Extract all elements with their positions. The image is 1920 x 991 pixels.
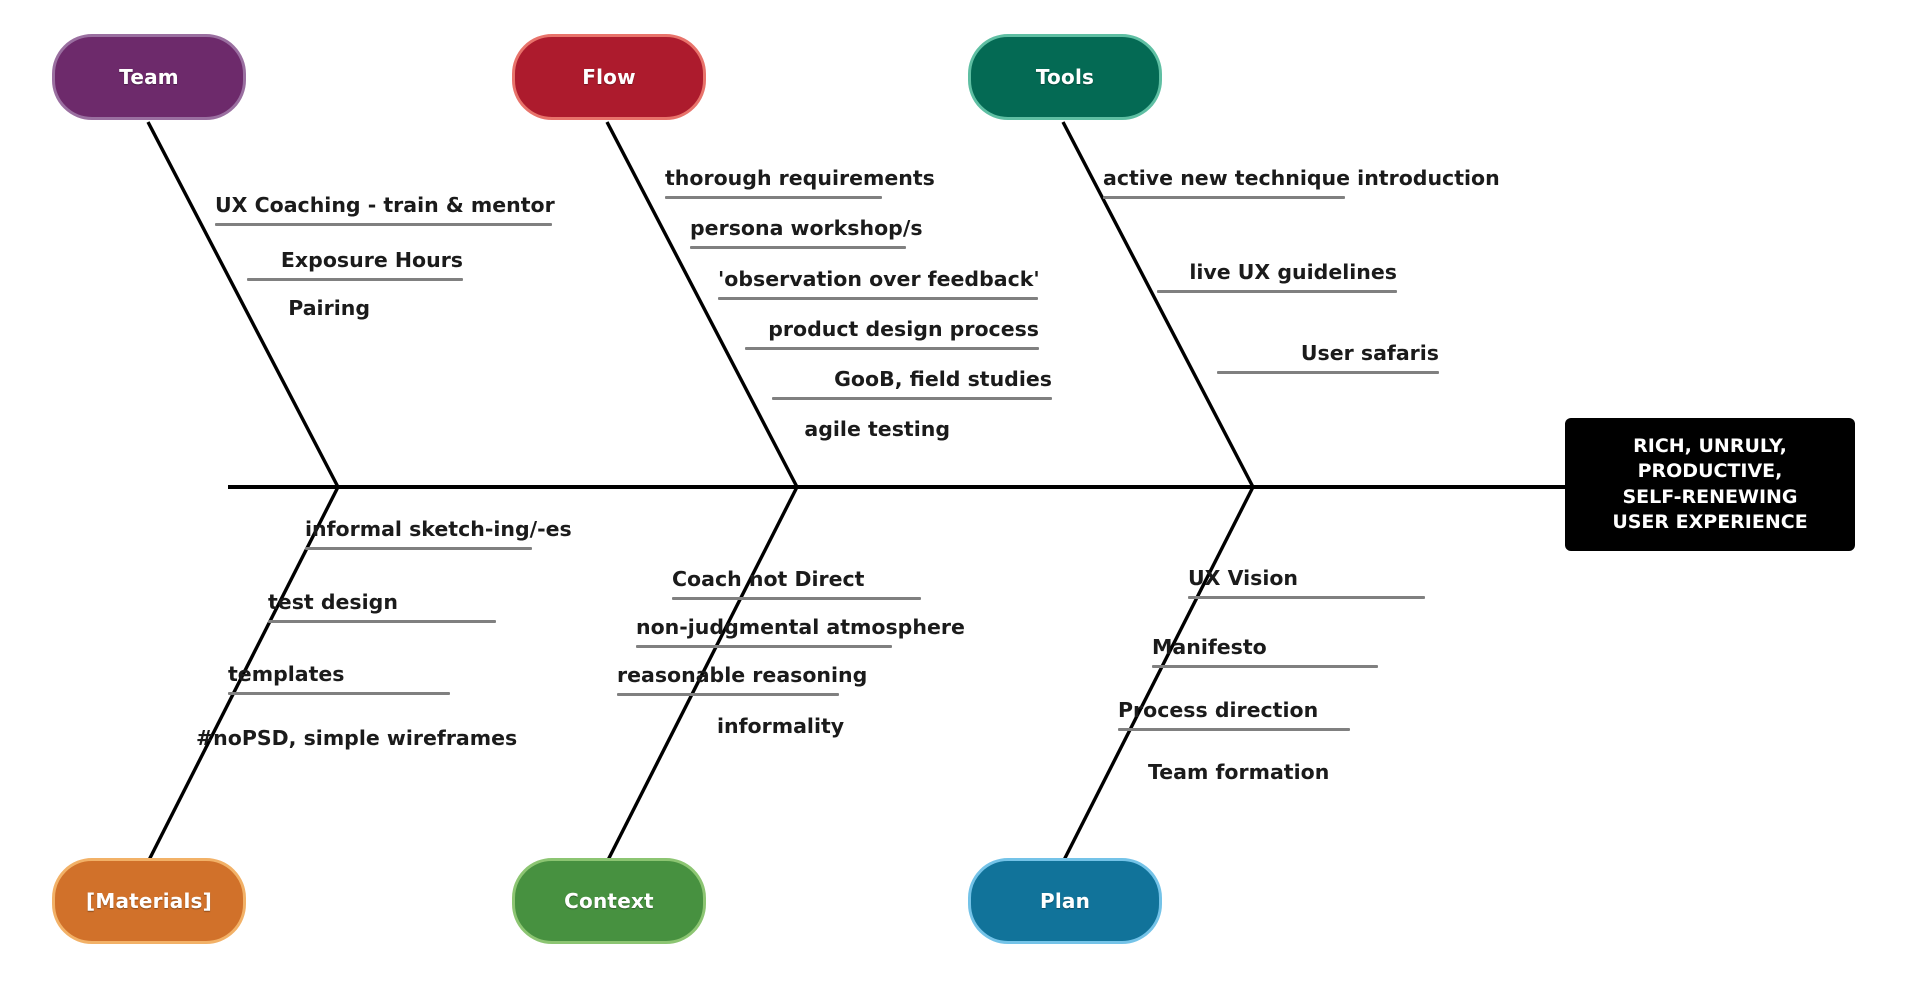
cause-team-2[interactable]: Pairing	[280, 298, 370, 326]
cause-context-2[interactable]: reasonable reasoning	[617, 663, 868, 696]
category-label-plan: Plan	[1039, 889, 1091, 913]
cause-label: informal sketch-ing/-es	[305, 517, 572, 541]
effect-line-2: PRODUCTIVE,	[1637, 460, 1783, 483]
cause-label: User safaris	[1300, 341, 1439, 365]
cause-label: thorough requirements	[665, 166, 935, 190]
cause-materials-2[interactable]: templates	[228, 664, 450, 695]
cause-label: Team formation	[1148, 760, 1330, 784]
cause-materials-0[interactable]: informal sketch-ing/-es	[305, 517, 572, 550]
cause-rule	[1157, 289, 1397, 293]
cause-rule	[1188, 595, 1425, 599]
cause-rule	[665, 195, 882, 199]
rib-tools	[1061, 121, 1255, 488]
cause-plan-2[interactable]: Process direction	[1118, 700, 1350, 731]
cause-plan-0[interactable]: UX Vision	[1188, 568, 1425, 599]
cause-rule	[772, 396, 1052, 400]
category-label-flow: Flow	[582, 65, 636, 89]
cause-label: product design process	[768, 317, 1039, 341]
cause-flow-1[interactable]: persona workshop/s	[690, 216, 923, 249]
cause-rule	[690, 245, 906, 249]
cause-rule	[1217, 370, 1439, 374]
cause-flow-3[interactable]: product design process	[745, 319, 1039, 350]
cause-label: persona workshop/s	[690, 216, 923, 240]
cause-rule	[1103, 195, 1345, 199]
cause-tools-0[interactable]: active new technique introduction	[1103, 166, 1500, 199]
cause-rule	[617, 692, 839, 696]
cause-label: Manifesto	[1152, 635, 1267, 659]
cause-materials-1[interactable]: test design	[268, 592, 496, 623]
cause-label: UX Coaching - train & mentor	[215, 193, 555, 217]
cause-team-0[interactable]: UX Coaching - train & mentor	[215, 193, 555, 226]
cause-rule	[305, 546, 532, 550]
rib-team	[146, 121, 340, 488]
cause-label: templates	[228, 662, 345, 686]
cause-rule	[672, 596, 921, 600]
cause-rule	[1118, 727, 1350, 731]
effect-text: RICH, UNRULY, PRODUCTIVE, SELF-RENEWING …	[1612, 434, 1807, 535]
cause-rule	[268, 619, 496, 623]
rib-materials	[146, 486, 340, 863]
cause-label: reasonable reasoning	[617, 663, 868, 687]
cause-flow-0[interactable]: thorough requirements	[665, 166, 935, 199]
cause-materials-3[interactable]: #noPSD, simple wireframes	[196, 726, 518, 756]
category-box-context[interactable]: Context	[512, 858, 706, 944]
cause-rule	[247, 277, 463, 281]
cause-flow-4[interactable]: GooB, field studies	[772, 369, 1052, 400]
cause-plan-3[interactable]: Team formation	[1148, 760, 1330, 790]
cause-label: live UX guidelines	[1189, 260, 1397, 284]
cause-team-1[interactable]: Exposure Hours	[247, 250, 463, 281]
category-box-plan[interactable]: Plan	[968, 858, 1162, 944]
rib-flow	[605, 121, 799, 488]
cause-flow-5[interactable]: agile testing	[800, 419, 950, 447]
cause-label: Pairing	[288, 296, 370, 320]
cause-label: 'observation over feedback'	[718, 267, 1040, 291]
cause-label: Process direction	[1118, 698, 1319, 722]
effect-line-3: SELF-RENEWING	[1622, 485, 1798, 508]
cause-label: agile testing	[804, 417, 950, 441]
category-label-tools: Tools	[1035, 65, 1095, 89]
category-box-materials[interactable]: [Materials]	[52, 858, 246, 944]
cause-label: test design	[268, 590, 398, 614]
cause-flow-2[interactable]: 'observation over feedback'	[718, 267, 1040, 300]
cause-label: GooB, field studies	[834, 367, 1052, 391]
cause-context-3[interactable]: informality	[717, 716, 847, 744]
cause-rule	[718, 296, 1038, 300]
category-label-materials: [Materials]	[86, 889, 212, 913]
cause-rule	[636, 644, 892, 648]
cause-tools-1[interactable]: live UX guidelines	[1157, 262, 1397, 293]
cause-tools-2[interactable]: User safaris	[1217, 343, 1439, 374]
cause-label: active new technique introduction	[1103, 166, 1500, 190]
category-box-team[interactable]: Team	[52, 34, 246, 120]
cause-rule	[1152, 664, 1378, 668]
cause-label: Exposure Hours	[280, 248, 463, 272]
cause-rule	[745, 346, 1039, 350]
effect-line-4: USER EXPERIENCE	[1612, 510, 1808, 533]
cause-label: UX Vision	[1188, 566, 1299, 590]
cause-rule	[215, 222, 552, 226]
effect-line-1: RICH, UNRULY,	[1633, 434, 1787, 457]
cause-plan-1[interactable]: Manifesto	[1152, 637, 1378, 668]
cause-context-1[interactable]: non-judgmental atmosphere	[636, 615, 965, 648]
effect-box[interactable]: RICH, UNRULY, PRODUCTIVE, SELF-RENEWING …	[1565, 418, 1855, 551]
cause-context-0[interactable]: Coach not Direct	[672, 569, 921, 600]
cause-rule	[228, 691, 450, 695]
rib-plan	[1061, 486, 1255, 863]
rib-context	[605, 486, 799, 863]
category-label-context: Context	[564, 889, 654, 913]
cause-label: #noPSD, simple wireframes	[196, 726, 518, 750]
category-box-flow[interactable]: Flow	[512, 34, 706, 120]
category-box-tools[interactable]: Tools	[968, 34, 1162, 120]
category-label-team: Team	[119, 65, 179, 89]
cause-label: non-judgmental atmosphere	[636, 615, 965, 639]
cause-label: Coach not Direct	[672, 567, 865, 591]
cause-label: informality	[717, 714, 845, 738]
